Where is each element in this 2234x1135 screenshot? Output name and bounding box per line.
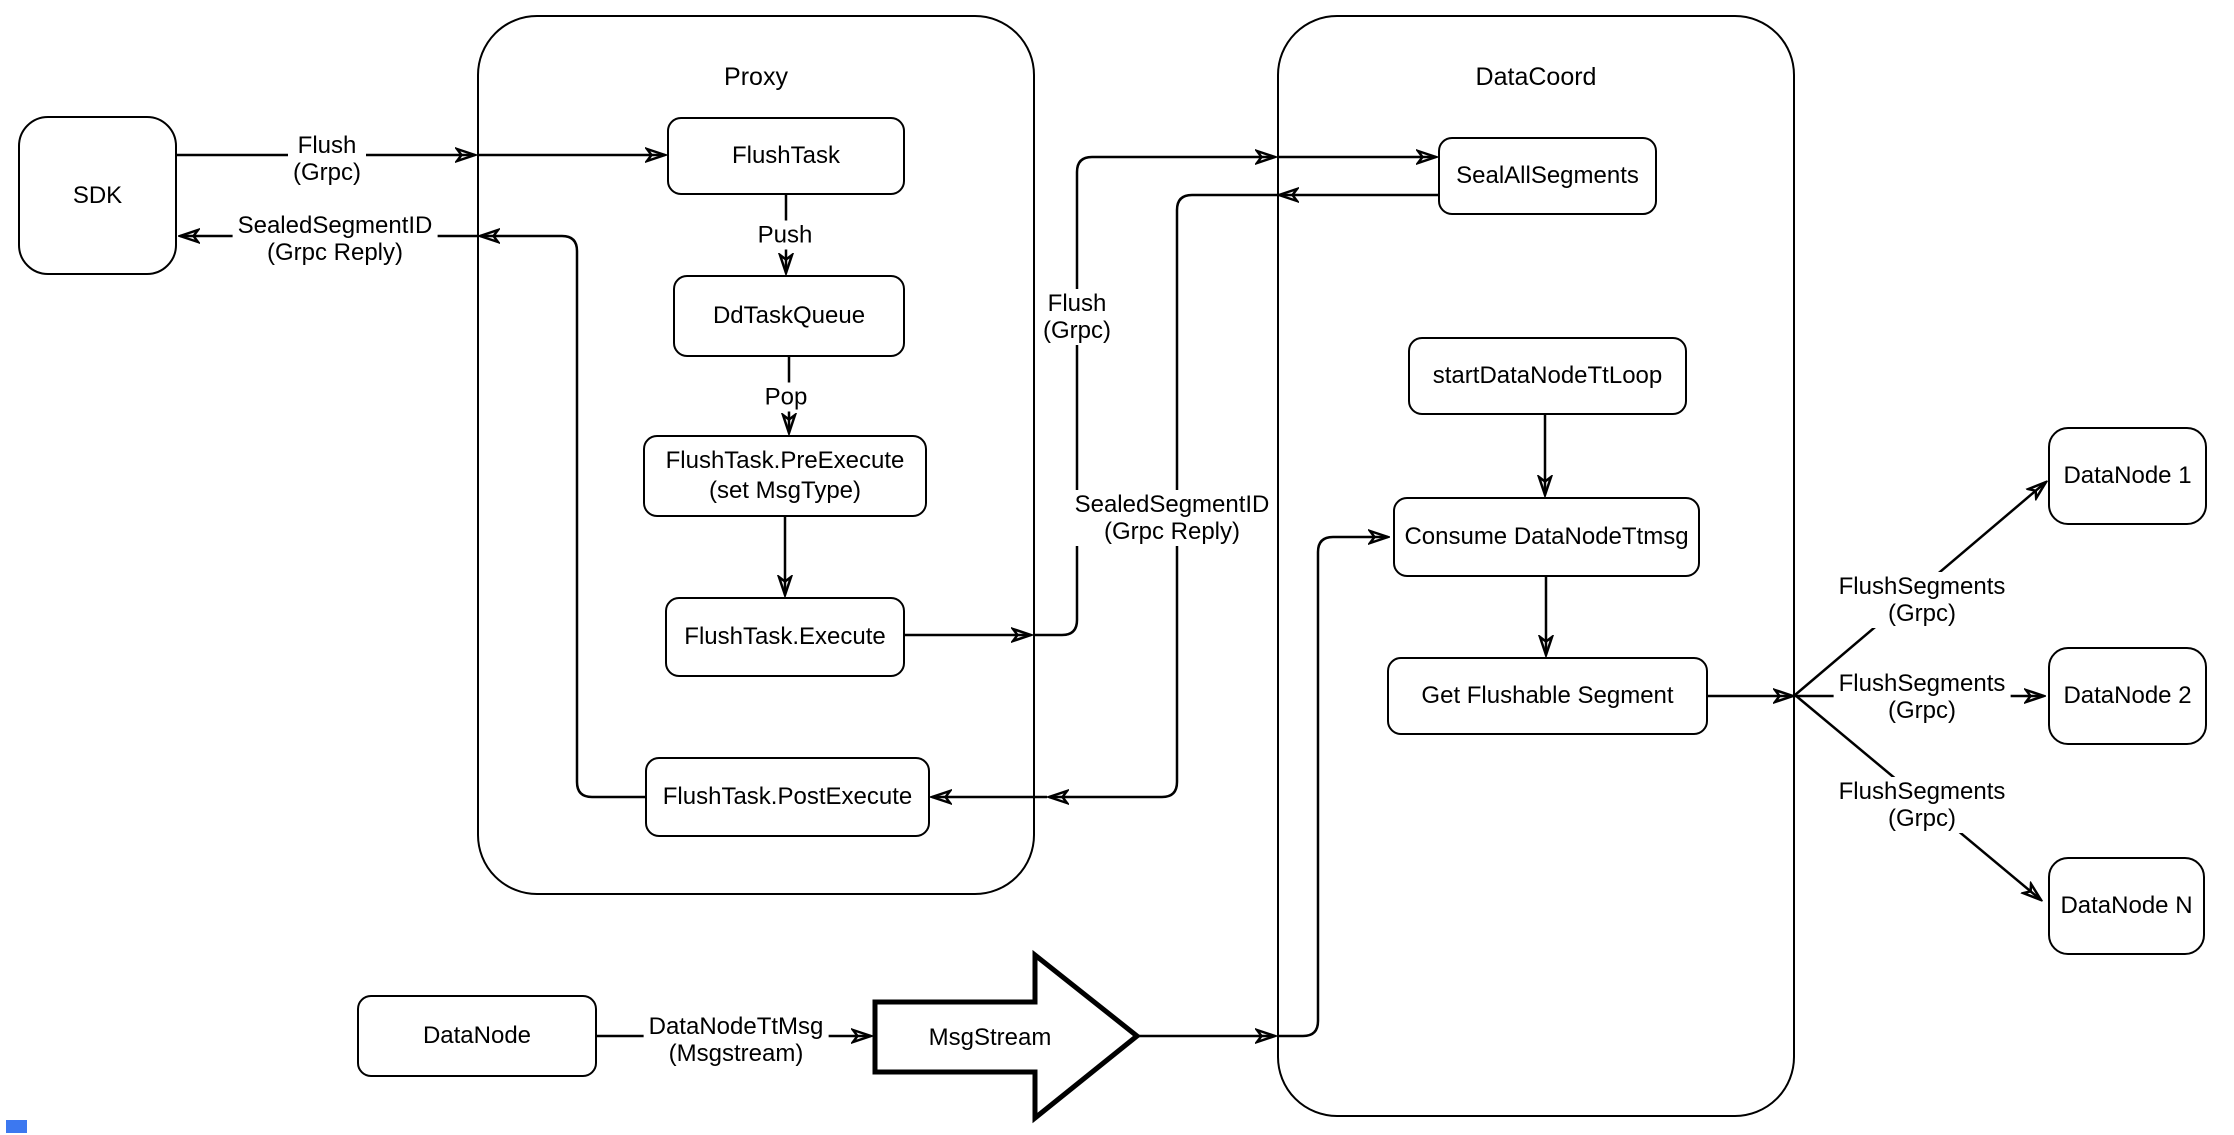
msgstream-label: MsgStream [928, 1024, 1052, 1051]
edge-label-flush-grpc-sdk: Flush (Grpc) [288, 131, 366, 187]
node-ddtaskqueue: DdTaskQueue [673, 275, 905, 357]
node-flushtask-preexecute: FlushTask.PreExecute (set MsgType) [643, 435, 927, 517]
edge-label-flushsegments-2: FlushSegments (Grpc) [1833, 669, 2011, 725]
artifact-blue-mark [6, 1120, 27, 1133]
msgstream-block-arrow [872, 949, 1142, 1124]
edge-label-flushsegments-3: FlushSegments (Grpc) [1833, 777, 2011, 833]
edge-label-push: Push [752, 220, 818, 250]
edge-label-flushsegments-1: FlushSegments (Grpc) [1833, 572, 2011, 628]
node-flushtask-postexecute: FlushTask.PostExecute [645, 757, 930, 837]
edge-postexecute-to-proxy-border [480, 236, 645, 799]
proxy-container-title: Proxy [724, 63, 788, 91]
node-flushtask: FlushTask [667, 117, 905, 195]
edge-label-flush-grpc-datacoord: Flush (Grpc) [1038, 289, 1116, 345]
node-datanode-source: DataNode [357, 995, 597, 1077]
node-datanode-2: DataNode 2 [2048, 647, 2207, 745]
node-datanode-n: DataNode N [2048, 857, 2205, 955]
node-consume-datanodettmsg: Consume DataNodeTtmsg [1393, 497, 1700, 577]
edge-border-up-to-consume [1277, 537, 1388, 1038]
datacoord-container-title: DataCoord [1475, 63, 1597, 91]
edge-label-datanodettmsg: DataNodeTtMsg (Msgstream) [643, 1012, 829, 1068]
node-get-flushable-segment: Get Flushable Segment [1387, 657, 1708, 735]
edge-flush-grpc-up [1033, 157, 1275, 637]
node-datanode-1: DataNode 1 [2048, 427, 2207, 525]
proxy-container [477, 15, 1035, 895]
edge-label-sealedsegmentid-sdk: SealedSegmentID (Grpc Reply) [232, 211, 438, 267]
edge-label-sealedsegmentid-datacoord: SealedSegmentID (Grpc Reply) [1069, 490, 1275, 546]
datacoord-container [1277, 15, 1795, 1117]
node-flushtask-execute: FlushTask.Execute [665, 597, 905, 677]
edge-label-pop: Pop [759, 382, 813, 412]
node-startdatanodettloop: startDataNodeTtLoop [1408, 337, 1687, 415]
node-sdk: SDK [18, 116, 177, 275]
node-sealallsegments: SealAllSegments [1438, 137, 1657, 215]
